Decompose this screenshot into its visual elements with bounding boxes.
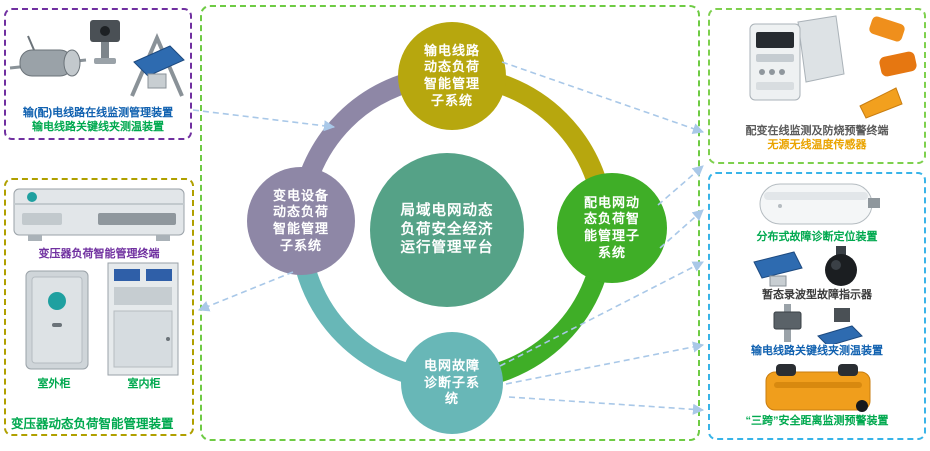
label-transformer-management-device: 变压器动态负荷智能管理装置 [11, 417, 174, 431]
subsystem-node-fault-diagnosis: 电网故障 诊断子系 统 [401, 332, 503, 434]
panel-transformer-devices: 变压器负荷智能管理终端 室外柜 室内柜 变压器动态负荷智能管理装置 [4, 178, 194, 436]
node-text-line: 动态负荷 [272, 204, 329, 220]
fault-locator-illustration [759, 183, 880, 225]
label-line-online-monitor: 输(配)电线路在线监测管理装置 [22, 107, 174, 119]
transformer-load-terminal-image [13, 188, 185, 241]
panel-distribution-monitoring-devices: 配变在线监测及防烧预警终端 无源无线温度传感器 [708, 8, 926, 164]
clamp-thermometer-illustration [773, 304, 863, 344]
pole-mounted-monitor-image [773, 304, 802, 342]
node-text-line: 态负荷智 [583, 211, 640, 227]
node-text-line: 能管理子 [583, 228, 640, 243]
safety-distance-illustration [765, 364, 871, 412]
subsystem-node-distribution: 配电网动 态负荷智 能管理子 系统 [557, 173, 667, 283]
node-text-line: 运行管理平台 [400, 240, 494, 257]
label-clamp-thermometer-right: 输电线路关键线夹测温装置 [751, 345, 883, 357]
safety-distance-monitor-image [765, 364, 871, 412]
node-text-line: 动态负荷 [423, 59, 480, 75]
panel-fault-diagnosis-devices: 分布式故障诊断定位装置 暂态录波型故障指示器 输电线路关键线夹测温装置 [708, 172, 926, 440]
node-text-line: 智能管理 [423, 76, 480, 91]
node-text-line: 电网故障 [423, 358, 480, 374]
node-text-line: 统 [444, 391, 459, 407]
label-safety-distance-monitor: “三跨”安全距离监测预警装置 [745, 415, 889, 427]
label-wireless-temp-sensor: 无源无线温度传感器 [767, 139, 867, 151]
terminal-server-illustration [13, 188, 185, 241]
node-text-line: 诊断子系 [423, 374, 480, 390]
waveform-fault-indicator-solar-image [753, 251, 803, 287]
central-platform-node: 局域电网动态 负荷安全经济 运行管理平台 [370, 153, 524, 307]
outdoor-cabinet-image [25, 270, 89, 370]
subsystem-node-transmission: 输电线路 动态负荷 智能管理 子系统 [398, 22, 506, 130]
line-devices-illustration [9, 20, 185, 97]
panel-central-platform: 输电线路 动态负荷 智能管理 子系统 配电网动 态负荷智 能管理子 系统 电网故… [200, 5, 700, 441]
distributed-fault-locator-tank-image [759, 183, 880, 225]
node-text-line: 子系统 [430, 92, 473, 108]
indoor-cabinet-image [107, 262, 179, 376]
node-text-line: 负荷安全经济 [400, 221, 494, 238]
distribution-monitor-terminal-image [749, 15, 845, 101]
node-text-line: 系统 [597, 244, 626, 260]
wireless-temperature-sensors-image [859, 16, 917, 119]
line-online-monitor-device-image [9, 35, 87, 77]
label-transformer-terminal: 变压器负荷智能管理终端 [38, 248, 160, 260]
node-text-line: 变电设备 [272, 187, 329, 203]
label-waveform-fault-indicator: 暂态录波型故障指示器 [762, 289, 872, 301]
subsystem-node-substation: 变电设备 动态负荷 智能管理 子系统 [247, 167, 355, 275]
pole-camera-device-image [90, 20, 120, 64]
node-text-line: 输电线路 [423, 42, 480, 58]
label-distributed-fault-locator: 分布式故障诊断定位装置 [756, 231, 878, 243]
panel-line-monitoring-devices: 输(配)电线路在线监测管理装置 输电线路关键线夹测温装置 [4, 8, 192, 140]
node-text-line: 配电网动 [583, 194, 640, 210]
fault-indicator-ball-image [825, 246, 857, 286]
distribution-devices-illustration [749, 15, 917, 119]
label-outdoor-cabinet: 室外柜 [37, 378, 71, 390]
node-text-line: 局域电网动态 [400, 203, 494, 220]
clamp-temperature-device-image [817, 308, 863, 344]
node-text-line: 子系统 [279, 237, 322, 253]
fault-indicator-illustration [753, 246, 857, 287]
label-clamp-thermometer: 输电线路关键线夹测温装置 [32, 121, 164, 133]
cabinet-labels: 室外柜 室内柜 [9, 377, 189, 391]
solar-powered-monitor-image [130, 32, 185, 97]
label-distribution-monitor-terminal: 配变在线监测及防烧预警终端 [745, 125, 889, 137]
node-text-line: 智能管理 [272, 221, 329, 236]
label-indoor-cabinet: 室内柜 [127, 378, 161, 390]
cabinets-illustration [25, 262, 179, 376]
